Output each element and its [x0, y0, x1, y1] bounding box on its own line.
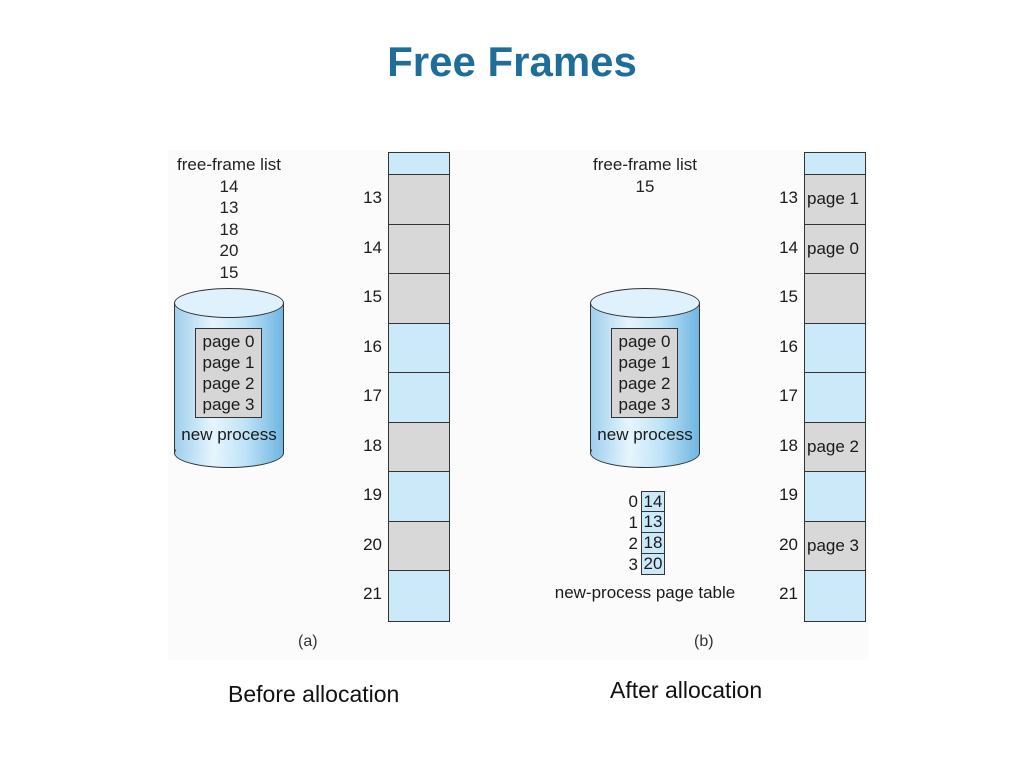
panel-a-label: (a) — [298, 633, 318, 650]
page-table-row: 3 20 — [620, 554, 665, 575]
page-index: 3 — [628, 554, 638, 574]
frame-entry: 13 — [641, 512, 665, 533]
frame-entry: 20 — [641, 554, 665, 575]
page-label: page 2 — [202, 374, 255, 393]
free-frame-entry: 18 — [219, 219, 239, 239]
slide-title: Free Frames — [387, 38, 637, 85]
page-index: 0 — [628, 491, 638, 511]
page-index: 1 — [628, 512, 638, 532]
memory-frame — [389, 571, 449, 621]
frame-number: 17 — [779, 386, 798, 405]
memory-frame: page 0 — [805, 224, 865, 274]
frame-number: 21 — [779, 584, 798, 603]
frame-number: 20 — [779, 534, 798, 554]
frame-number: 16 — [363, 336, 382, 356]
memory-frame — [389, 224, 449, 274]
memory-frame — [389, 274, 449, 324]
panel-b-label: (b) — [694, 633, 714, 650]
frame-entry: 14 — [641, 491, 665, 512]
frame-number: 19 — [363, 485, 382, 504]
frame-number: 15 — [779, 287, 798, 306]
frame-entry: 18 — [641, 533, 665, 554]
frame-number: 13 — [779, 188, 798, 207]
page-label: page 3 — [618, 395, 671, 414]
new-process-label: new process — [181, 425, 277, 444]
page-table-row: 0 14 — [620, 491, 665, 512]
frame-number: 18 — [363, 435, 382, 455]
page-table-row: 1 13 — [620, 512, 665, 533]
page-label: page 0 — [202, 332, 255, 351]
free-frame-entry: 14 — [219, 176, 239, 196]
free-frame-list-a: free-frame list 14 13 18 20 15 — [168, 154, 290, 283]
memory-frame-above — [389, 153, 449, 175]
frame-number: 19 — [779, 485, 798, 504]
memory-frame — [805, 373, 865, 423]
free-frame-entry: 13 — [219, 198, 239, 217]
frame-number: 14 — [779, 237, 798, 257]
page-table-label: new-process page table — [554, 583, 736, 602]
free-frame-list-b: free-frame list 15 — [584, 154, 706, 197]
frame-numbers-a: 13 14 15 16 17 18 19 20 21 — [352, 174, 382, 620]
cylinder-top — [174, 288, 284, 318]
memory-frame: page 2 — [805, 422, 865, 472]
memory-frame — [389, 472, 449, 522]
frame-numbers-b: 13 14 15 16 17 18 19 20 21 — [768, 174, 798, 620]
disk-cylinder-a: page 0 page 1 page 2 page 3 new process — [174, 288, 284, 468]
frame-number: 18 — [779, 435, 798, 455]
free-frame-entry: 15 — [635, 176, 655, 196]
page-label: page 0 — [618, 332, 671, 351]
page-label: page 1 — [618, 353, 671, 372]
frame-number: 17 — [363, 386, 382, 405]
memory-frame — [805, 571, 865, 621]
memory-frame — [805, 274, 865, 324]
figure-background — [168, 150, 868, 660]
disk-cylinder-b: page 0 page 1 page 2 page 3 new process — [590, 288, 700, 468]
page-label: page 3 — [202, 395, 255, 414]
caption-before: Before allocation — [228, 681, 400, 707]
frame-number: 16 — [779, 336, 798, 356]
memory-frame — [805, 323, 865, 373]
free-frame-list-heading: free-frame list — [593, 155, 697, 174]
free-frame-entry: 20 — [219, 241, 239, 260]
frame-number: 15 — [363, 287, 382, 306]
page-table: 0 14 1 13 2 18 3 20 — [620, 491, 665, 575]
process-pages-box: page 0 page 1 page 2 page 3 — [195, 328, 262, 418]
free-frame-list-heading: free-frame list — [177, 155, 281, 174]
memory-frame — [389, 373, 449, 423]
frame-number: 21 — [363, 584, 382, 603]
caption-after: After allocation — [610, 677, 763, 703]
memory-frame — [389, 175, 449, 225]
memory-frame-above — [805, 153, 865, 175]
page-label: page 1 — [202, 353, 255, 372]
process-pages-box: page 0 page 1 page 2 page 3 — [611, 328, 678, 418]
page-table-row: 2 18 — [620, 533, 665, 554]
new-process-label: new process — [597, 425, 693, 444]
cylinder-top — [590, 288, 700, 318]
page-index: 2 — [628, 533, 638, 553]
memory-frame — [389, 521, 449, 571]
memory-frame — [805, 472, 865, 522]
page-label: page 2 — [618, 374, 671, 393]
memory-frame: page 1 — [805, 175, 865, 225]
memory-frame: page 3 — [805, 521, 865, 571]
memory-frame — [389, 422, 449, 472]
physical-memory-a — [388, 152, 450, 622]
frame-number: 14 — [363, 237, 382, 257]
free-frame-entry: 15 — [219, 262, 239, 282]
frame-number: 13 — [363, 188, 382, 207]
memory-frame — [389, 323, 449, 373]
frame-number: 20 — [363, 534, 382, 554]
